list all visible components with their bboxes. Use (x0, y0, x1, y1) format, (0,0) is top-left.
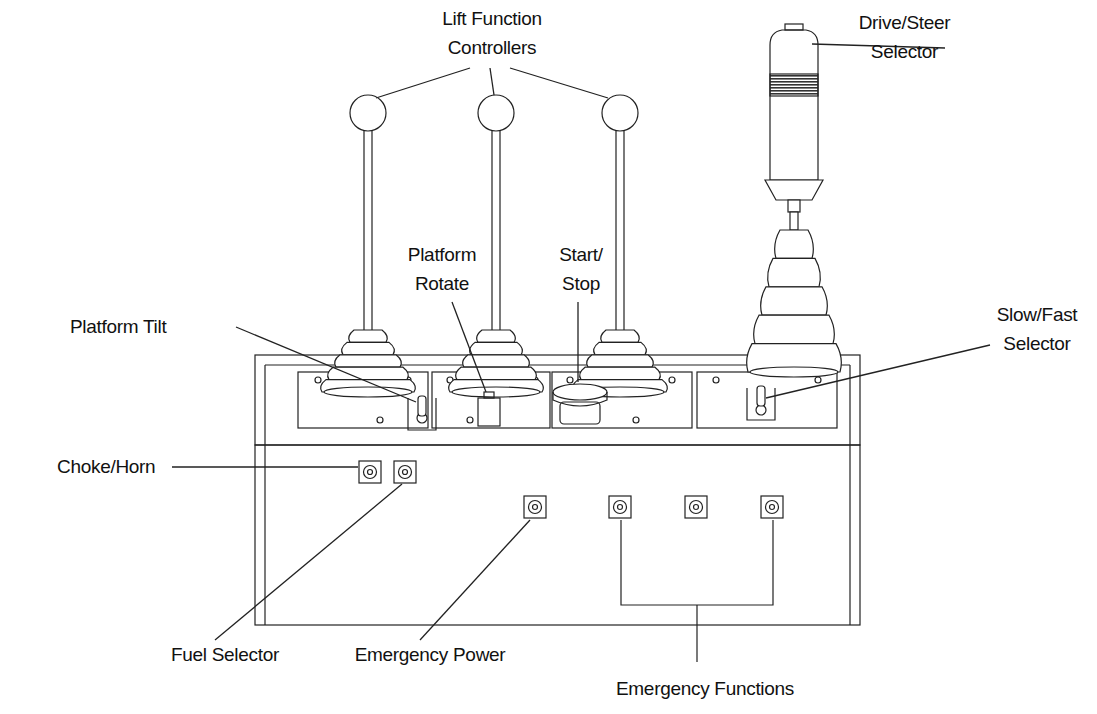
button-ring (614, 501, 627, 514)
lift-joysticks (321, 95, 668, 397)
joystick-shaft (492, 130, 500, 335)
boot-fold (768, 258, 821, 286)
callout-label: Platform Tilt (70, 312, 240, 341)
callout-label: Emergency Power (340, 640, 520, 669)
callout-label: Fuel Selector (160, 640, 290, 669)
bracket (621, 520, 773, 662)
boot-fold (775, 230, 814, 258)
button-square (609, 496, 631, 518)
boot-fold (328, 367, 409, 379)
slow-fast-toggle (747, 386, 775, 420)
mount-plate (552, 372, 692, 428)
upper-housing (255, 355, 860, 445)
leader-lines (172, 44, 990, 640)
button-square (761, 496, 783, 518)
boot-fold (470, 342, 523, 354)
callout-label: Lift Function Controllers (412, 4, 572, 62)
boot-fold (587, 355, 654, 367)
button-square (524, 496, 546, 518)
mount-plate (697, 372, 837, 428)
start-stop-button (553, 384, 607, 424)
boot-fold (335, 355, 402, 367)
push-buttons (359, 461, 783, 518)
boot-fold (456, 367, 537, 379)
housing-edge (849, 365, 850, 445)
housing-edge (849, 445, 850, 625)
callout-label: Emergency Functions (600, 674, 810, 703)
button-center (533, 505, 538, 510)
boot-fold (477, 330, 516, 342)
boot-fold (761, 287, 828, 315)
callout-label: Platform Rotate (390, 240, 494, 298)
drive-steer-handle (765, 24, 823, 230)
callout-label: Start/ Stop (548, 240, 614, 298)
button-ring (364, 466, 377, 479)
boot-fold (594, 342, 647, 354)
joystick-ball (350, 95, 386, 131)
callout-label: Choke/Horn (57, 452, 177, 481)
rubber-boot (747, 230, 842, 377)
button-center (770, 505, 775, 510)
button-ring (529, 501, 542, 514)
button-center (618, 505, 623, 510)
button-center (403, 470, 408, 475)
boot-fold (349, 330, 388, 342)
callout-label: Drive/Steer Selector (842, 8, 967, 66)
button-square (685, 496, 707, 518)
mount-plate (432, 372, 550, 428)
button-square (359, 461, 381, 483)
button-square (394, 461, 416, 483)
button-ring (690, 501, 703, 514)
button-ring (766, 501, 779, 514)
boot-base (452, 387, 540, 397)
joystick-ball (478, 95, 514, 131)
callout-label: Slow/Fast Selector (982, 300, 1092, 358)
joystick-ball (602, 95, 638, 131)
joystick-shaft (616, 130, 624, 335)
boot-fold (754, 315, 835, 343)
boot-base (750, 367, 838, 377)
joystick-shaft (364, 130, 372, 335)
boot-fold (601, 330, 640, 342)
button-ring (399, 466, 412, 479)
boot-fold (580, 367, 661, 379)
housing-edge (264, 365, 265, 445)
boot-fold (342, 342, 395, 354)
lower-housing (255, 445, 860, 625)
button-center (694, 505, 699, 510)
platform-rotate-switch (478, 392, 500, 426)
plate-screws (315, 377, 821, 423)
button-center (368, 470, 373, 475)
